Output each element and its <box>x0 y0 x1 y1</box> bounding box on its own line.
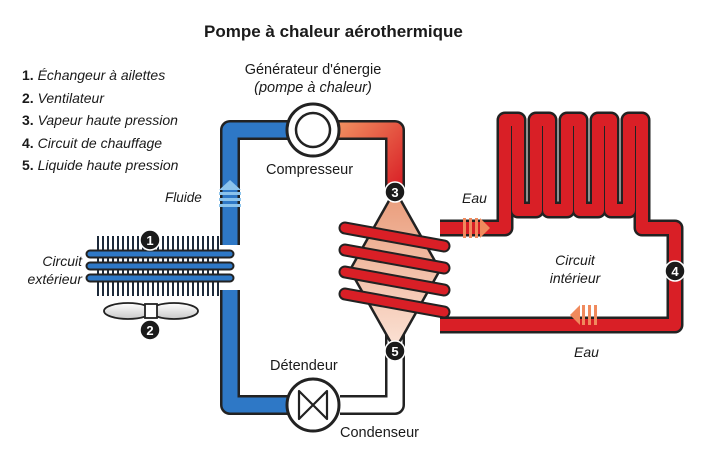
hot-gas-pipe <box>338 120 405 195</box>
finned-heat-exchanger <box>85 236 235 296</box>
marker-4: 4 <box>664 260 686 282</box>
svg-text:4: 4 <box>671 264 679 279</box>
liquid-return-pipe <box>340 330 405 415</box>
legend: 1. Échangeur à ailettes 2. Ventilateur 3… <box>22 64 178 177</box>
indoor-circuit-label-line2: intérieur <box>549 270 601 286</box>
diagram-title: Pompe à chaleur aérothermique <box>204 22 463 41</box>
legend-item: 2. Ventilateur <box>22 89 104 106</box>
condenser-exchanger <box>338 188 451 352</box>
legend-item: 3. Vapeur haute pression <box>22 112 178 128</box>
marker-1: 1 <box>139 229 161 251</box>
fan <box>103 302 199 320</box>
marker-3: 3 <box>384 181 406 203</box>
svg-text:2: 2 <box>146 323 153 338</box>
compressor-label: Compresseur <box>266 162 354 178</box>
marker-2: 2 <box>139 319 161 341</box>
marker-5: 5 <box>384 340 406 362</box>
svg-text:5: 5 <box>391 344 398 359</box>
compressor-symbol <box>285 102 341 158</box>
heating-circuit-pipe <box>440 111 684 334</box>
indoor-circuit-label-line1: Circuit <box>555 252 595 268</box>
svg-text:1: 1 <box>146 233 153 248</box>
outdoor-circuit-label-line2: extérieur <box>27 271 82 287</box>
svg-text:3: 3 <box>391 185 398 200</box>
generator-sublabel: (pompe à chaleur) <box>254 80 372 96</box>
legend-item: 1. Échangeur à ailettes <box>22 67 166 83</box>
expansion-valve-label: Détendeur <box>270 358 338 374</box>
outdoor-circuit-label-line1: Circuit <box>42 253 82 269</box>
condenser-coils <box>338 221 451 319</box>
water-in-arrow-icon <box>570 305 597 325</box>
generator-label: Générateur d'énergie <box>244 62 382 78</box>
condenser-label: Condenseur <box>340 425 419 441</box>
expansion-valve-symbol <box>285 377 341 433</box>
fluid-label: Fluide <box>165 190 202 205</box>
water-in-label: Eau <box>574 344 599 360</box>
fluid-flow-arrow-icon <box>219 180 241 207</box>
water-out-arrow-icon <box>463 218 490 238</box>
legend-item: 4. Circuit de chauffage <box>22 134 163 151</box>
water-out-label: Eau <box>462 190 487 206</box>
legend-item: 5. Liquide haute pression <box>22 157 179 173</box>
